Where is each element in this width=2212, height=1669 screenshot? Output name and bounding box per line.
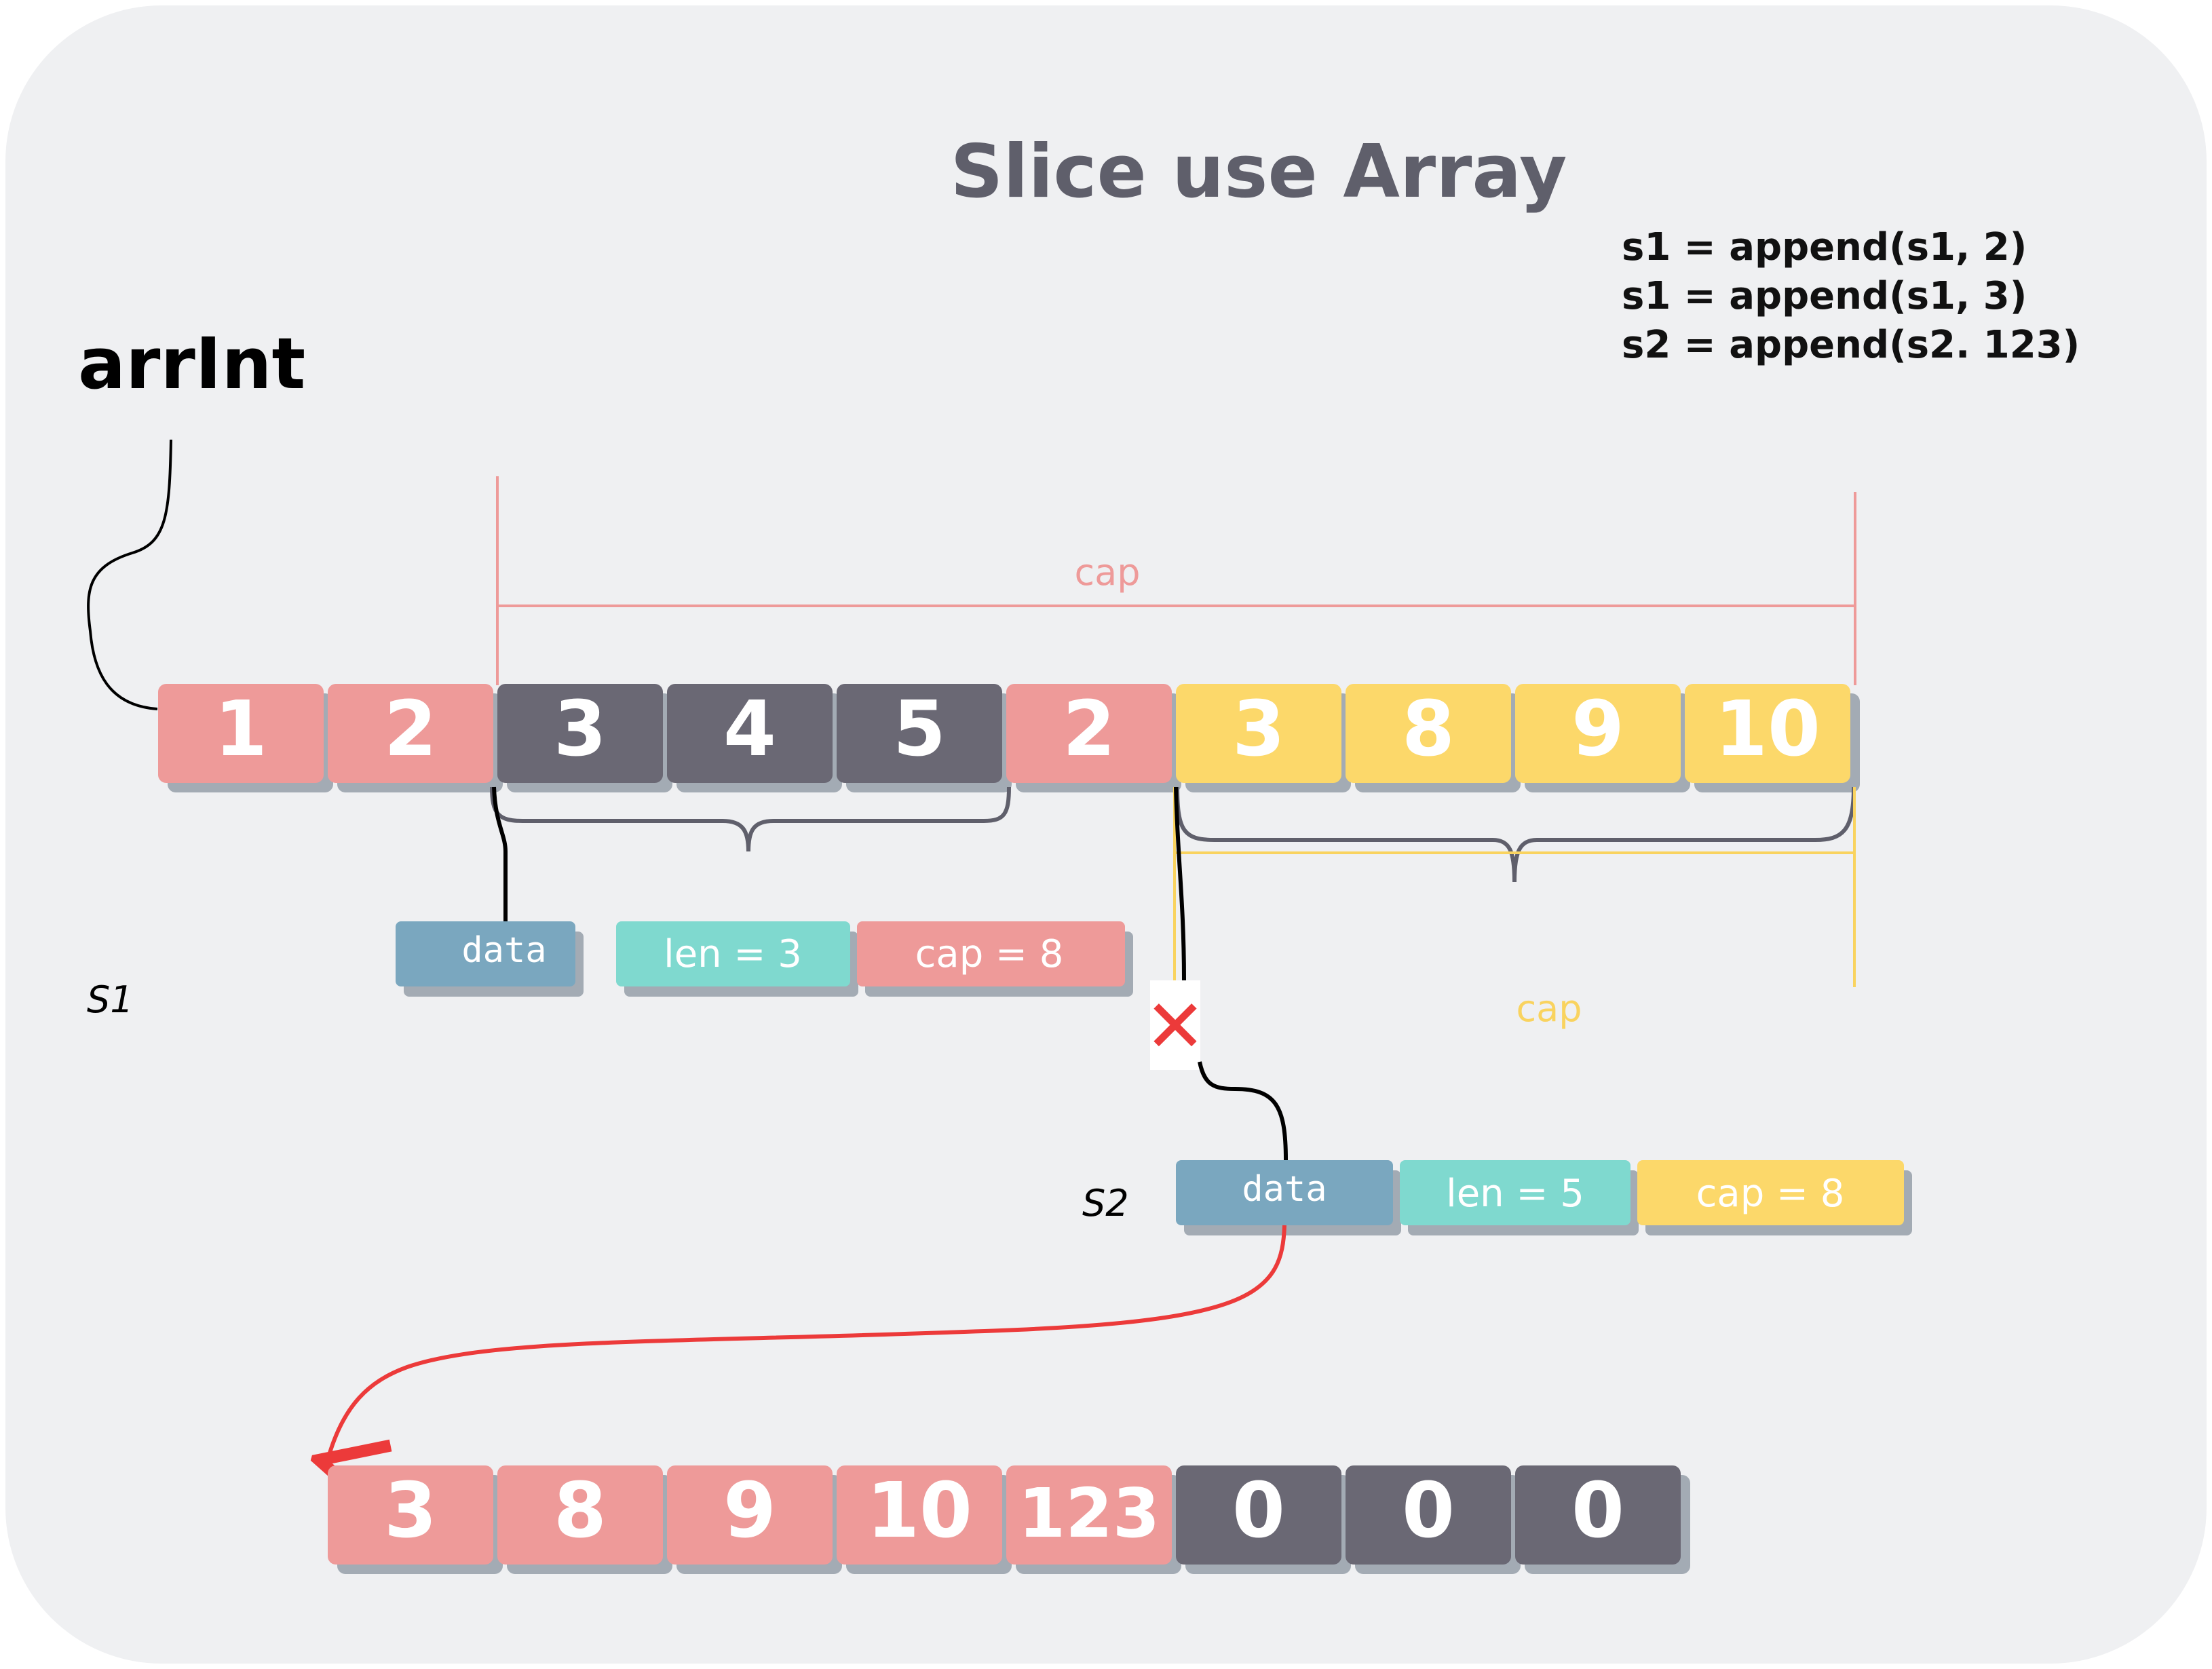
code-line-3: s2 = append(s2. 123) bbox=[1622, 323, 2080, 367]
code-line-2: s1 = append(s1, 3) bbox=[1622, 274, 2027, 318]
new-arr-cell-box bbox=[1346, 1465, 1511, 1565]
array-name-connector bbox=[87, 439, 172, 710]
new-arr-cell: 3 bbox=[328, 1465, 503, 1574]
arr-cell-box bbox=[328, 684, 493, 783]
cap-bracket-s2 bbox=[1173, 787, 1856, 987]
arr-cell-box bbox=[1176, 684, 1341, 783]
arr-cell-value: 2 bbox=[1063, 685, 1115, 773]
cap-label-top: cap bbox=[1074, 551, 1140, 594]
s1-len-field: len = 3 bbox=[664, 932, 802, 976]
new-arr-cell-box bbox=[1006, 1465, 1172, 1565]
arr-cell: 1 bbox=[158, 684, 333, 792]
arr-cell: 10 bbox=[1685, 684, 1860, 792]
s2-struct bbox=[1176, 1160, 1912, 1235]
s1-data-pointer bbox=[492, 786, 508, 921]
new-arr-cell: 0 bbox=[1346, 1465, 1521, 1574]
s2-cap-field: cap = 8 bbox=[1696, 1172, 1845, 1216]
s2-label: S2 bbox=[1082, 1182, 1129, 1225]
s1-label: S1 bbox=[87, 978, 134, 1021]
code-line-1: s1 = append(s1, 2) bbox=[1622, 225, 2027, 269]
new-arr-cell-value: 0 bbox=[1402, 1467, 1455, 1555]
arr-cell-box bbox=[1515, 684, 1681, 783]
arr-cell-box bbox=[1685, 684, 1850, 783]
s2-pointer-tail bbox=[1198, 1061, 1288, 1161]
arr-cell-box bbox=[158, 684, 324, 783]
arr-cell-value: 1 bbox=[214, 685, 267, 773]
cap-label-s2: cap bbox=[1516, 987, 1582, 1030]
new-arr-cell-value: 10 bbox=[866, 1467, 972, 1555]
array-cells: 1 2 3 4 5 2 3 8 9 10 bbox=[158, 684, 1860, 792]
new-arr-cell-box bbox=[1176, 1465, 1341, 1565]
cap-bracket-top bbox=[496, 476, 1856, 685]
new-arr-cell-value: 0 bbox=[1571, 1467, 1624, 1555]
new-array-cells: 3 8 9 10 123 0 0 0 bbox=[328, 1465, 1690, 1574]
arr-cell: 3 bbox=[1176, 684, 1351, 792]
s1-len-brace bbox=[490, 786, 1011, 852]
arr-cell-value: 9 bbox=[1571, 685, 1624, 773]
arr-cell: 8 bbox=[1346, 684, 1521, 792]
s2-data-field: data bbox=[1242, 1169, 1327, 1210]
arr-cell-box bbox=[497, 684, 663, 783]
arr-cell-value: 8 bbox=[1402, 685, 1455, 773]
arr-cell: 2 bbox=[328, 684, 503, 792]
new-arr-cell-value: 9 bbox=[723, 1467, 776, 1555]
new-arr-cell-box bbox=[328, 1465, 493, 1565]
new-arr-cell: 10 bbox=[837, 1465, 1012, 1574]
diagram-title: Slice use Array bbox=[951, 130, 1567, 214]
broken-link-box bbox=[1150, 980, 1200, 1070]
new-arr-cell: 123 bbox=[1006, 1465, 1181, 1574]
arr-cell: 3 bbox=[497, 684, 672, 792]
new-arr-cell-box bbox=[667, 1465, 833, 1565]
arr-cell: 9 bbox=[1515, 684, 1690, 792]
new-arr-cell-box bbox=[497, 1465, 663, 1565]
new-arr-cell-value: 0 bbox=[1232, 1467, 1285, 1555]
s1-struct bbox=[396, 921, 1133, 997]
arr-cell-value: 10 bbox=[1715, 685, 1820, 773]
arr-cell-value: 3 bbox=[554, 685, 607, 773]
arr-cell-box bbox=[837, 684, 1002, 783]
array-name-label: arrInt bbox=[78, 322, 305, 405]
new-arr-cell-value: 123 bbox=[1018, 1474, 1160, 1553]
arr-cell-value: 4 bbox=[723, 685, 776, 773]
s2-len-field: len = 5 bbox=[1446, 1172, 1584, 1216]
arr-cell: 5 bbox=[837, 684, 1012, 792]
new-arr-cell-value: 3 bbox=[384, 1467, 437, 1555]
new-arr-cell: 0 bbox=[1515, 1465, 1690, 1574]
s1-cap-field: cap = 8 bbox=[915, 932, 1064, 976]
new-arr-cell: 0 bbox=[1176, 1465, 1351, 1574]
s2-new-pointer-arrow bbox=[327, 1225, 1286, 1462]
arr-cell-value: 5 bbox=[893, 685, 946, 773]
broken-link-mark: ✕ bbox=[1145, 984, 1206, 1069]
arr-cell: 4 bbox=[667, 684, 842, 792]
arr-cell-value: 2 bbox=[384, 685, 437, 773]
arr-cell-value: 3 bbox=[1232, 685, 1285, 773]
new-arr-cell: 8 bbox=[497, 1465, 672, 1574]
arr-cell: 2 bbox=[1006, 684, 1181, 792]
s1-data-field: data bbox=[461, 930, 546, 971]
new-arr-cell: 9 bbox=[667, 1465, 842, 1574]
arr-cell-box bbox=[667, 684, 833, 783]
s2-old-pointer bbox=[1174, 786, 1186, 981]
s2-len-brace bbox=[1175, 786, 1856, 883]
arr-cell-box bbox=[1346, 684, 1511, 783]
new-arr-cell-box bbox=[837, 1465, 1002, 1565]
new-arr-cell-box bbox=[1515, 1465, 1681, 1565]
new-arr-cell-value: 8 bbox=[554, 1467, 607, 1555]
arr-cell-box bbox=[1006, 684, 1172, 783]
